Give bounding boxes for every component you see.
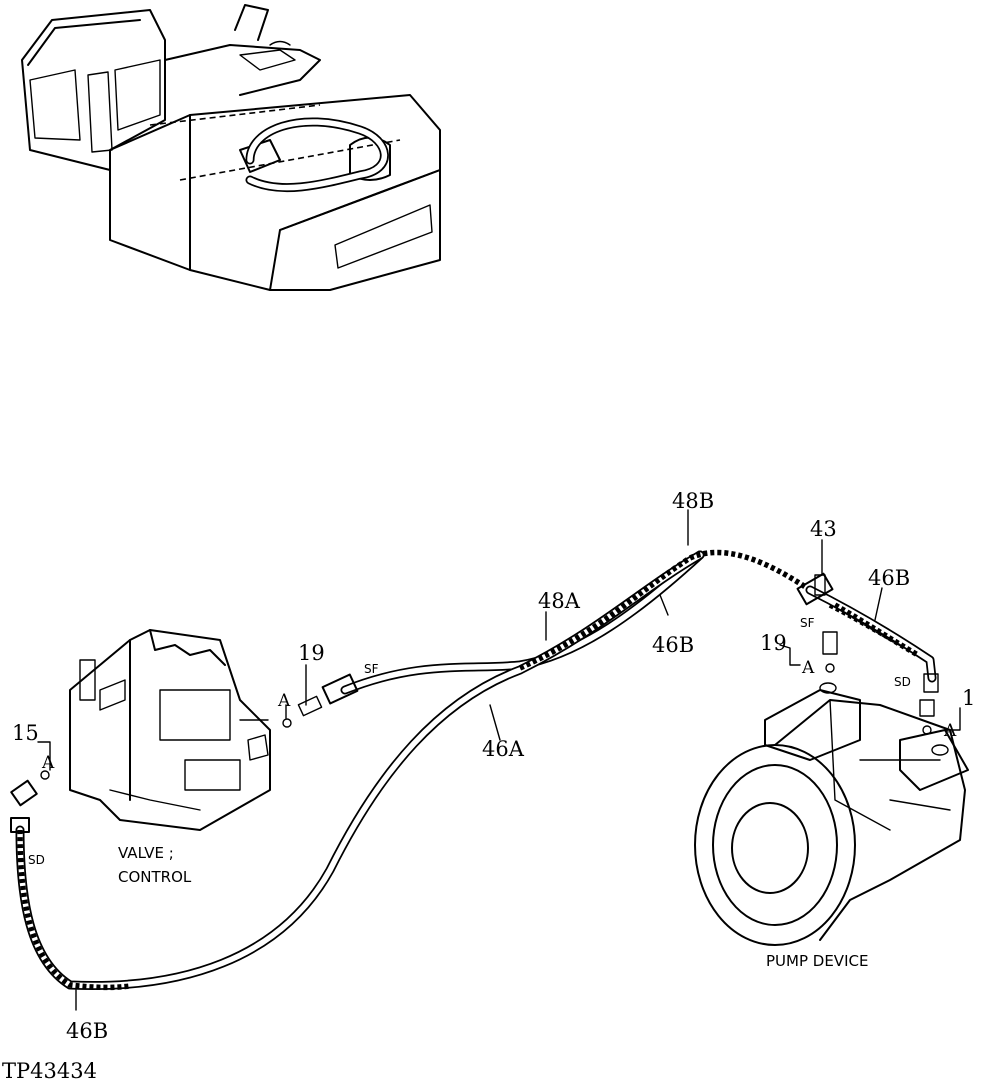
label-sf-left: SF xyxy=(364,662,379,676)
label-19-right: 19 xyxy=(760,631,787,655)
fittings xyxy=(10,572,939,833)
label-46b-right: 46B xyxy=(868,566,910,590)
excavator-overview xyxy=(21,4,441,291)
control-valve xyxy=(69,629,271,831)
label-sf-right: SF xyxy=(800,616,815,630)
label-valve-control-line1: VALVE ; xyxy=(118,844,174,862)
hose-46b-wrap-bottom xyxy=(17,829,131,991)
label-a-right: A xyxy=(943,721,957,741)
label-sd-left: SD xyxy=(28,853,45,867)
label-48a: 48A xyxy=(538,589,581,613)
label-15: 15 xyxy=(12,721,39,745)
label-a-left: A xyxy=(41,753,55,773)
leader-lines xyxy=(37,509,961,1011)
label-valve-control-line2: CONTROL xyxy=(118,868,192,886)
figure-id: TP43434 xyxy=(2,1059,97,1083)
label-46b-bottom: 46B xyxy=(66,1019,108,1043)
label-a-mid: A xyxy=(277,691,291,711)
label-43: 43 xyxy=(810,517,837,541)
pump-device xyxy=(694,682,969,946)
label-48b: 48B xyxy=(672,489,714,513)
label-46a: 46A xyxy=(482,737,525,761)
hose-46a xyxy=(15,550,705,991)
label-19-left: 19 xyxy=(298,641,325,665)
label-a-right-top: A xyxy=(801,658,815,678)
label-sd-right: SD xyxy=(894,675,911,689)
label-46b-mid: 46B xyxy=(652,633,694,657)
hose-48b-wrap xyxy=(518,549,812,671)
label-1: 1 xyxy=(962,686,975,710)
label-pump-device: PUMP DEVICE xyxy=(766,952,868,970)
